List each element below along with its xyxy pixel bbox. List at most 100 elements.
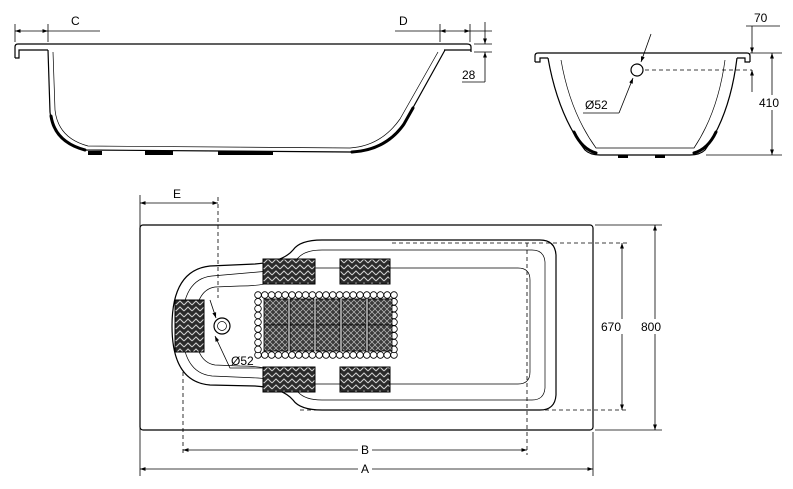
end-bottom-shade-left [572, 130, 598, 155]
mat-bubble [308, 351, 317, 359]
mat-bubble [267, 291, 276, 299]
mat-bubble [254, 338, 262, 347]
drain-leader-top [209, 299, 217, 319]
dim-d-label: D [399, 14, 408, 28]
mat-bubble [295, 351, 303, 359]
mat-bubble [295, 291, 303, 299]
mat-bubble [308, 291, 317, 299]
antislip-pad-bottom-left [262, 366, 316, 393]
overflow-leader-top [640, 33, 652, 63]
mat-bubble [261, 291, 269, 299]
mat-bubble [342, 291, 351, 299]
antislip-pad-top-left [262, 258, 316, 285]
dim-670-label: 670 [601, 320, 621, 334]
mat-bubble [281, 351, 289, 359]
end-rim-lip-left [535, 57, 548, 63]
dim-b-label: B [361, 443, 369, 457]
mat-cell [367, 298, 393, 326]
side-foot [145, 151, 173, 155]
mat-bubble [335, 351, 344, 359]
dim-a-label-bg [358, 462, 372, 475]
mat-bubble [329, 351, 337, 359]
overflow-leader-bottom [618, 77, 634, 114]
mat-bubble [376, 351, 385, 359]
mat-cell [263, 324, 289, 352]
dim-a-label: A [361, 462, 369, 476]
mat-bubble-border [254, 291, 398, 359]
antislip-pad-bottom-right [339, 366, 391, 393]
drain-hole-outer [213, 317, 231, 335]
dim-670-label-bg [600, 319, 626, 334]
mat-cell [289, 324, 315, 352]
mat-bubble [356, 291, 364, 299]
side-rim-lip-left [15, 49, 48, 59]
drain-leader-bottom [214, 335, 264, 369]
mat-bubble [301, 351, 310, 359]
side-bottom-shade-left [49, 114, 87, 152]
mat-cell [315, 324, 341, 352]
mat-bubble [315, 351, 323, 359]
end-rim [534, 52, 751, 62]
mat-cell [341, 298, 367, 326]
mat-cell [341, 324, 367, 352]
drain-hole-inner [217, 321, 227, 331]
mat-bubble [369, 291, 378, 299]
mat-bubble [254, 291, 262, 299]
mat-bubble [322, 291, 330, 299]
side-foot [88, 151, 102, 155]
end-rim-lip-right [737, 57, 750, 63]
dim-28-label: 28 [462, 68, 476, 82]
drain-diameter-label: Ø52 [231, 354, 254, 368]
end-foot [655, 155, 665, 158]
side-bottom-shade-right [350, 106, 415, 154]
mat-bubble [315, 291, 323, 299]
side-foot [218, 151, 273, 155]
dim-b-label-bg [358, 443, 372, 456]
mat-cell [315, 298, 341, 326]
mat-bubble [383, 291, 391, 299]
dim-e-label: E [173, 187, 181, 201]
mat-bubble [363, 291, 371, 299]
mat-bubble [254, 332, 262, 340]
mat-bubble [383, 351, 391, 359]
mat-bubble [274, 291, 283, 299]
mat-cell [367, 324, 393, 352]
mat-bubble [254, 345, 262, 354]
mat-bubble [390, 291, 398, 299]
plan-view: Ø52 E 670 800 B A [139, 187, 666, 476]
mat-bubble [254, 304, 262, 313]
side-rim [14, 43, 472, 58]
mat-bubble [254, 298, 262, 306]
dim-800-label: 800 [641, 320, 661, 334]
plan-outer-rim [139, 224, 594, 431]
end-foot [618, 155, 628, 158]
dim-70-label: 70 [754, 11, 768, 25]
mat-bubble [301, 291, 310, 299]
mat-bubble [254, 311, 262, 320]
dim-410-label-bg [757, 95, 786, 110]
end-tub-bowl [547, 57, 738, 156]
mat-bubble [349, 351, 357, 359]
mat-bubble [281, 291, 289, 299]
side-view: C D 28 [14, 14, 492, 155]
center-antislip-mat [254, 291, 398, 359]
overflow-diameter-label: Ø52 [585, 98, 608, 112]
dim-410-label: 410 [759, 96, 779, 110]
mat-bubble [274, 351, 283, 359]
end-view: Ø52 70 410 [534, 11, 786, 158]
antislip-pad-left [174, 299, 205, 353]
mat-cell [289, 298, 315, 326]
mat-cells [263, 298, 393, 352]
antislip-pad-top-right [339, 258, 391, 285]
mat-cell [263, 298, 289, 326]
mat-bubble [329, 291, 337, 299]
mat-bubble [288, 291, 296, 299]
dim-c-label: C [71, 14, 80, 28]
mat-bubble [369, 351, 378, 359]
dim-800-label-bg [640, 319, 666, 334]
mat-bubble [342, 351, 351, 359]
mat-bubble [363, 351, 371, 359]
mat-bubble [288, 351, 296, 359]
mat-bubble [267, 351, 276, 359]
